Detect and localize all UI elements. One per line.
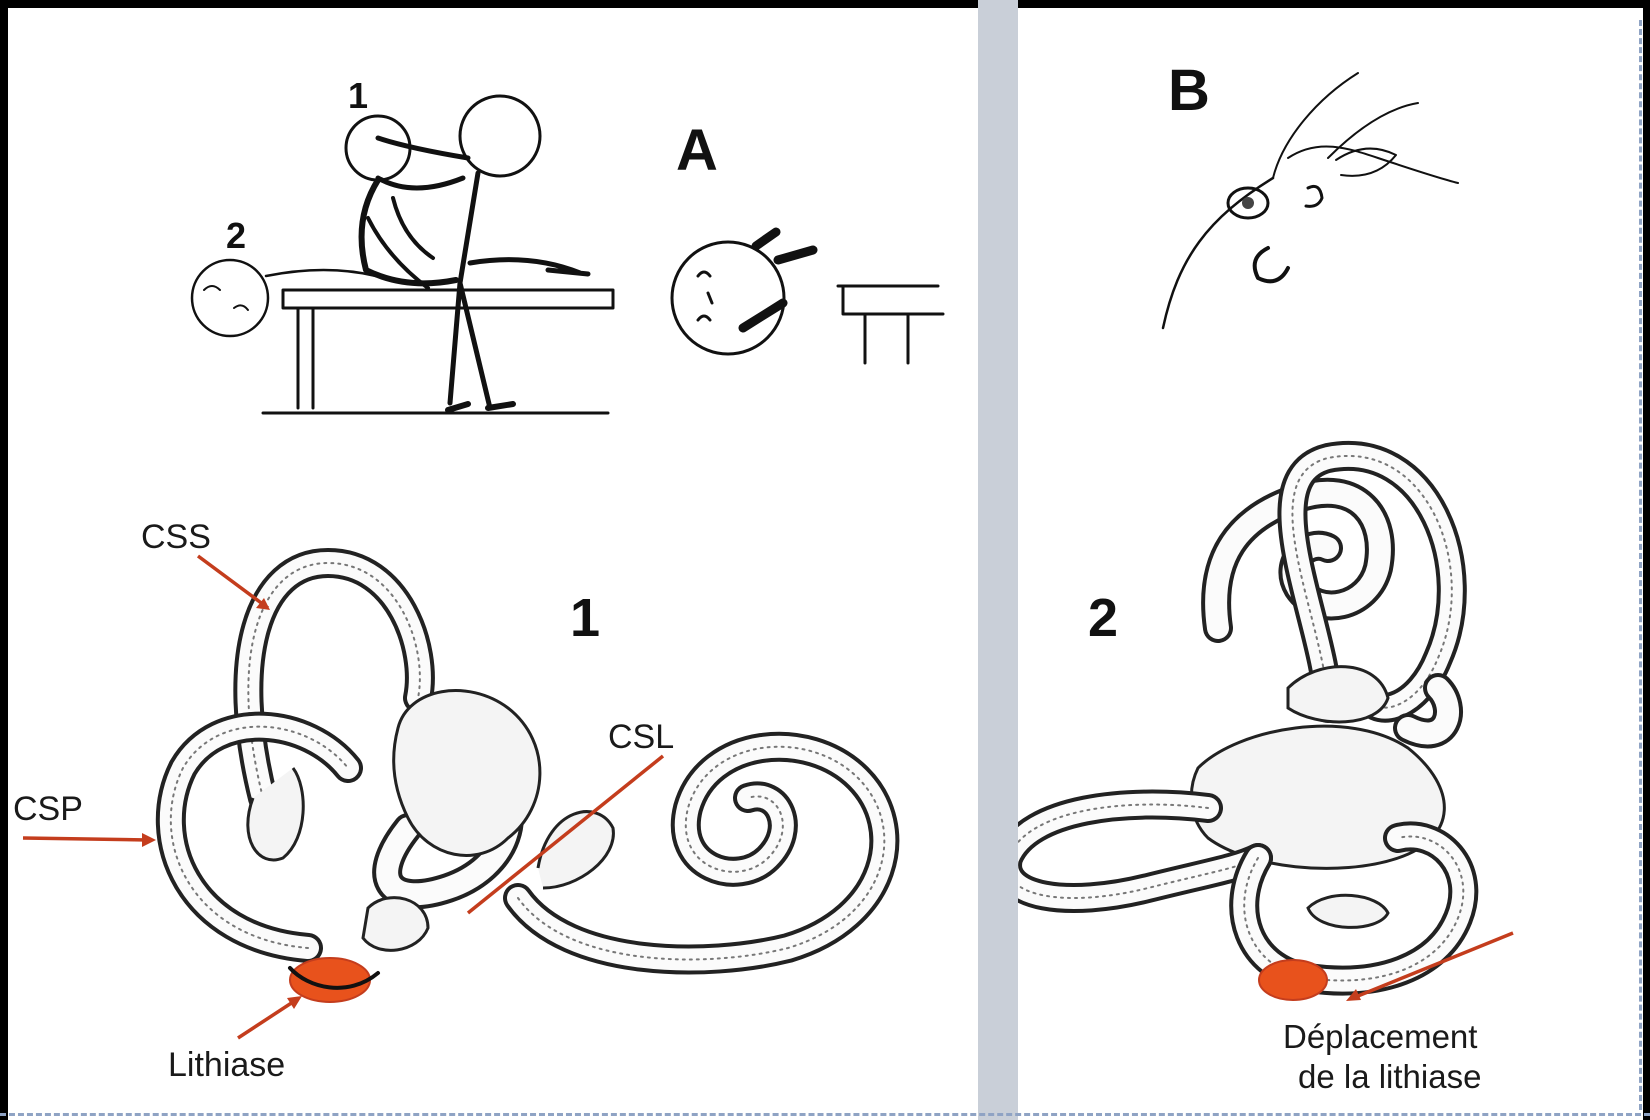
caption-line-1: Déplacement [1283,1018,1477,1055]
csp-label: CSP [13,790,83,828]
caption-line-2: de la lithiase [1298,1058,1481,1095]
lithiasis-marker-displaced [1259,960,1327,1000]
diagram-1-number: 1 [570,588,600,648]
csl-label: CSL [608,718,674,756]
head-side-view [672,242,784,354]
panel-a-illustration: 1 2 [8,8,978,1103]
panel-b-label: B [1168,58,1210,123]
lithiasis-label: Lithiase [168,1046,285,1084]
patient-head-position-2 [192,260,268,336]
frame-left [0,0,8,1120]
dotted-right-border [1639,20,1642,1110]
frame-top [0,0,1650,8]
frame-right [1643,0,1650,1120]
inner-ear-diagram-2 [1018,456,1463,1000]
panel-b-illustration: B [1018,8,1643,1103]
step-1-label: 1 [348,75,368,116]
examiner-patient-scene: 1 2 [192,75,943,413]
step-2-label: 2 [226,215,246,256]
panel-a: 1 2 [8,8,978,1103]
dotted-bottom-border [0,1113,1650,1116]
css-label: CSS [141,518,211,556]
examiner-head [460,96,540,176]
patient-head-position-1 [346,116,410,180]
inner-ear-diagram-1 [171,563,885,1002]
diagram-2-number: 2 [1088,588,1118,648]
panel-b: B [1018,8,1643,1103]
exam-table-top [283,290,613,308]
side-table [838,286,943,314]
panel-a-label: A [676,118,718,183]
panel-divider [978,0,1018,1120]
